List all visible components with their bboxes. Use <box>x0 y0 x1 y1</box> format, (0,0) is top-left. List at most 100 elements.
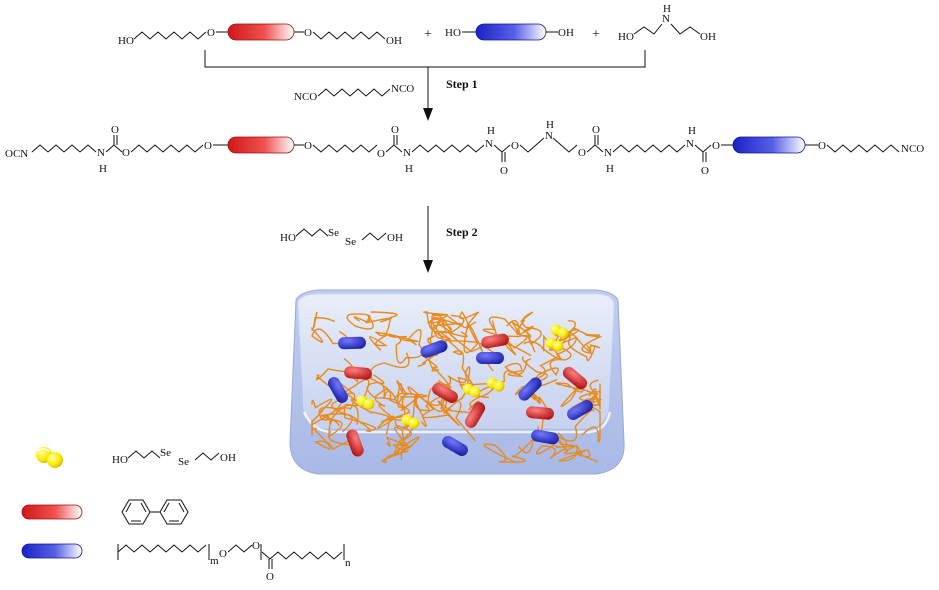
gel-segments <box>328 324 593 457</box>
polymer-strand <box>385 415 420 455</box>
urethane-h-label: H <box>688 125 696 137</box>
hydrogel-network-illustration <box>289 289 625 475</box>
reactant-peg-pcl-diol: HO OH <box>445 23 574 41</box>
nco-label: NCO <box>901 143 924 155</box>
carbonyl-o-label: O <box>500 165 508 177</box>
ester-o-label: O <box>712 140 720 152</box>
se-label: Se <box>160 447 171 459</box>
diselenide-bead <box>493 380 505 392</box>
polymer-strand <box>426 335 474 386</box>
blue-capsule <box>476 352 504 364</box>
blue-polymer-segment <box>732 136 806 154</box>
polymer-strand <box>515 311 542 353</box>
ester-o-label: O <box>122 147 130 159</box>
urethane-n-label: N <box>686 138 694 150</box>
ether-o-label: O <box>219 548 227 560</box>
polymer-strand <box>554 398 603 442</box>
polymer-strand <box>399 393 460 426</box>
ether-o-label: O <box>304 27 312 39</box>
urethane-n-label: N <box>403 147 411 159</box>
red-capsule <box>346 429 364 457</box>
polymer-strand <box>476 358 532 399</box>
nco-prepolymer: OCN N H O O O O O O N H N H O O N H O O <box>5 119 924 177</box>
se-label: Se <box>178 456 189 468</box>
diisocyanate-reagent: NCO NCO <box>294 83 414 103</box>
polymer-strand <box>535 432 575 460</box>
oh-label: OH <box>387 232 403 244</box>
amine-n-label: N <box>545 130 553 142</box>
amine-h-label: H <box>546 119 554 131</box>
diselenide-bead <box>408 417 420 429</box>
ho-label: HO <box>280 232 296 244</box>
legend-polymer-structure: m O O O n <box>117 540 351 583</box>
nco-left-label: NCO <box>294 91 317 103</box>
polymer-strand <box>346 313 393 330</box>
ester-o-label: O <box>578 147 586 159</box>
carbonyl-o-label: O <box>266 571 274 583</box>
subscript-m: m <box>210 555 219 567</box>
ester-o-label: O <box>377 148 385 160</box>
urethane-h-label: H <box>487 125 495 137</box>
polymer-strand <box>514 347 561 396</box>
legend-diselenide-icon <box>36 447 63 468</box>
ester-o-label: O <box>511 140 519 152</box>
diselenide-bead <box>469 386 481 398</box>
diselenide-bead <box>557 327 569 339</box>
ether-o-label: O <box>204 140 212 152</box>
ho-label: HO <box>618 31 634 43</box>
plus-sign: + <box>424 27 432 42</box>
polymer-strand <box>579 379 601 407</box>
blue-capsule <box>420 340 448 358</box>
urethane-h-label: H <box>606 163 614 175</box>
reactant-diol-biphenyl: HO O O OH <box>118 23 402 47</box>
se-label: Se <box>345 236 356 248</box>
blue-capsule <box>442 436 468 456</box>
legend-diselenide-structure: HO Se Se OH <box>112 447 236 468</box>
nco-right-label: NCO <box>391 83 414 95</box>
carbonyl-o-label: O <box>391 124 399 136</box>
red-capsule <box>465 402 485 428</box>
polymer-strand <box>423 311 448 334</box>
amine-n-label: N <box>662 13 670 25</box>
red-biphenyl-segment <box>227 136 295 154</box>
oh-label: OH <box>558 27 574 39</box>
urethane-h-label: H <box>405 163 413 175</box>
blue-capsule <box>531 429 559 445</box>
urethane-n-label: N <box>485 138 493 150</box>
ocn-label: OCN <box>5 148 28 160</box>
red-capsule <box>526 406 554 420</box>
subscript-n: n <box>345 557 351 569</box>
polymer-strand <box>555 380 600 408</box>
red-capsule <box>344 366 372 380</box>
diselenide-bead <box>552 340 564 352</box>
blue-polymer-segment <box>475 23 547 41</box>
urethane-n-label: N <box>97 147 105 159</box>
oh-label: OH <box>220 452 236 464</box>
step2-label: Step 2 <box>446 225 478 239</box>
polymer-strand <box>558 444 599 463</box>
legend-red-segment <box>21 504 83 520</box>
ether-o-label: O <box>207 27 215 39</box>
polymer-strand <box>428 324 483 372</box>
diselenide-bead <box>363 398 375 410</box>
red-biphenyl-segment <box>227 23 295 41</box>
ether-o-label: O <box>818 140 826 152</box>
ho-label: HO <box>445 27 461 39</box>
ester-o-label: O <box>252 540 260 552</box>
gel-highlight <box>302 411 612 434</box>
red-capsule <box>481 333 509 349</box>
red-capsule <box>432 383 458 403</box>
step2-arrowhead <box>423 260 433 273</box>
polymer-strand <box>311 398 333 436</box>
polymer-strand <box>533 330 591 387</box>
carbonyl-o-label: O <box>701 165 709 177</box>
polymer-strand <box>567 334 603 362</box>
step1-arrowhead <box>423 108 433 121</box>
amine-h-label: H <box>663 3 671 15</box>
reactant-diethanolamine: HO N H OH <box>618 3 716 43</box>
diselenide-diol-reagent: HO Se Se OH <box>280 227 403 248</box>
oh-label: OH <box>700 31 716 43</box>
polymer-strand <box>459 310 484 354</box>
se-label: Se <box>328 227 339 239</box>
